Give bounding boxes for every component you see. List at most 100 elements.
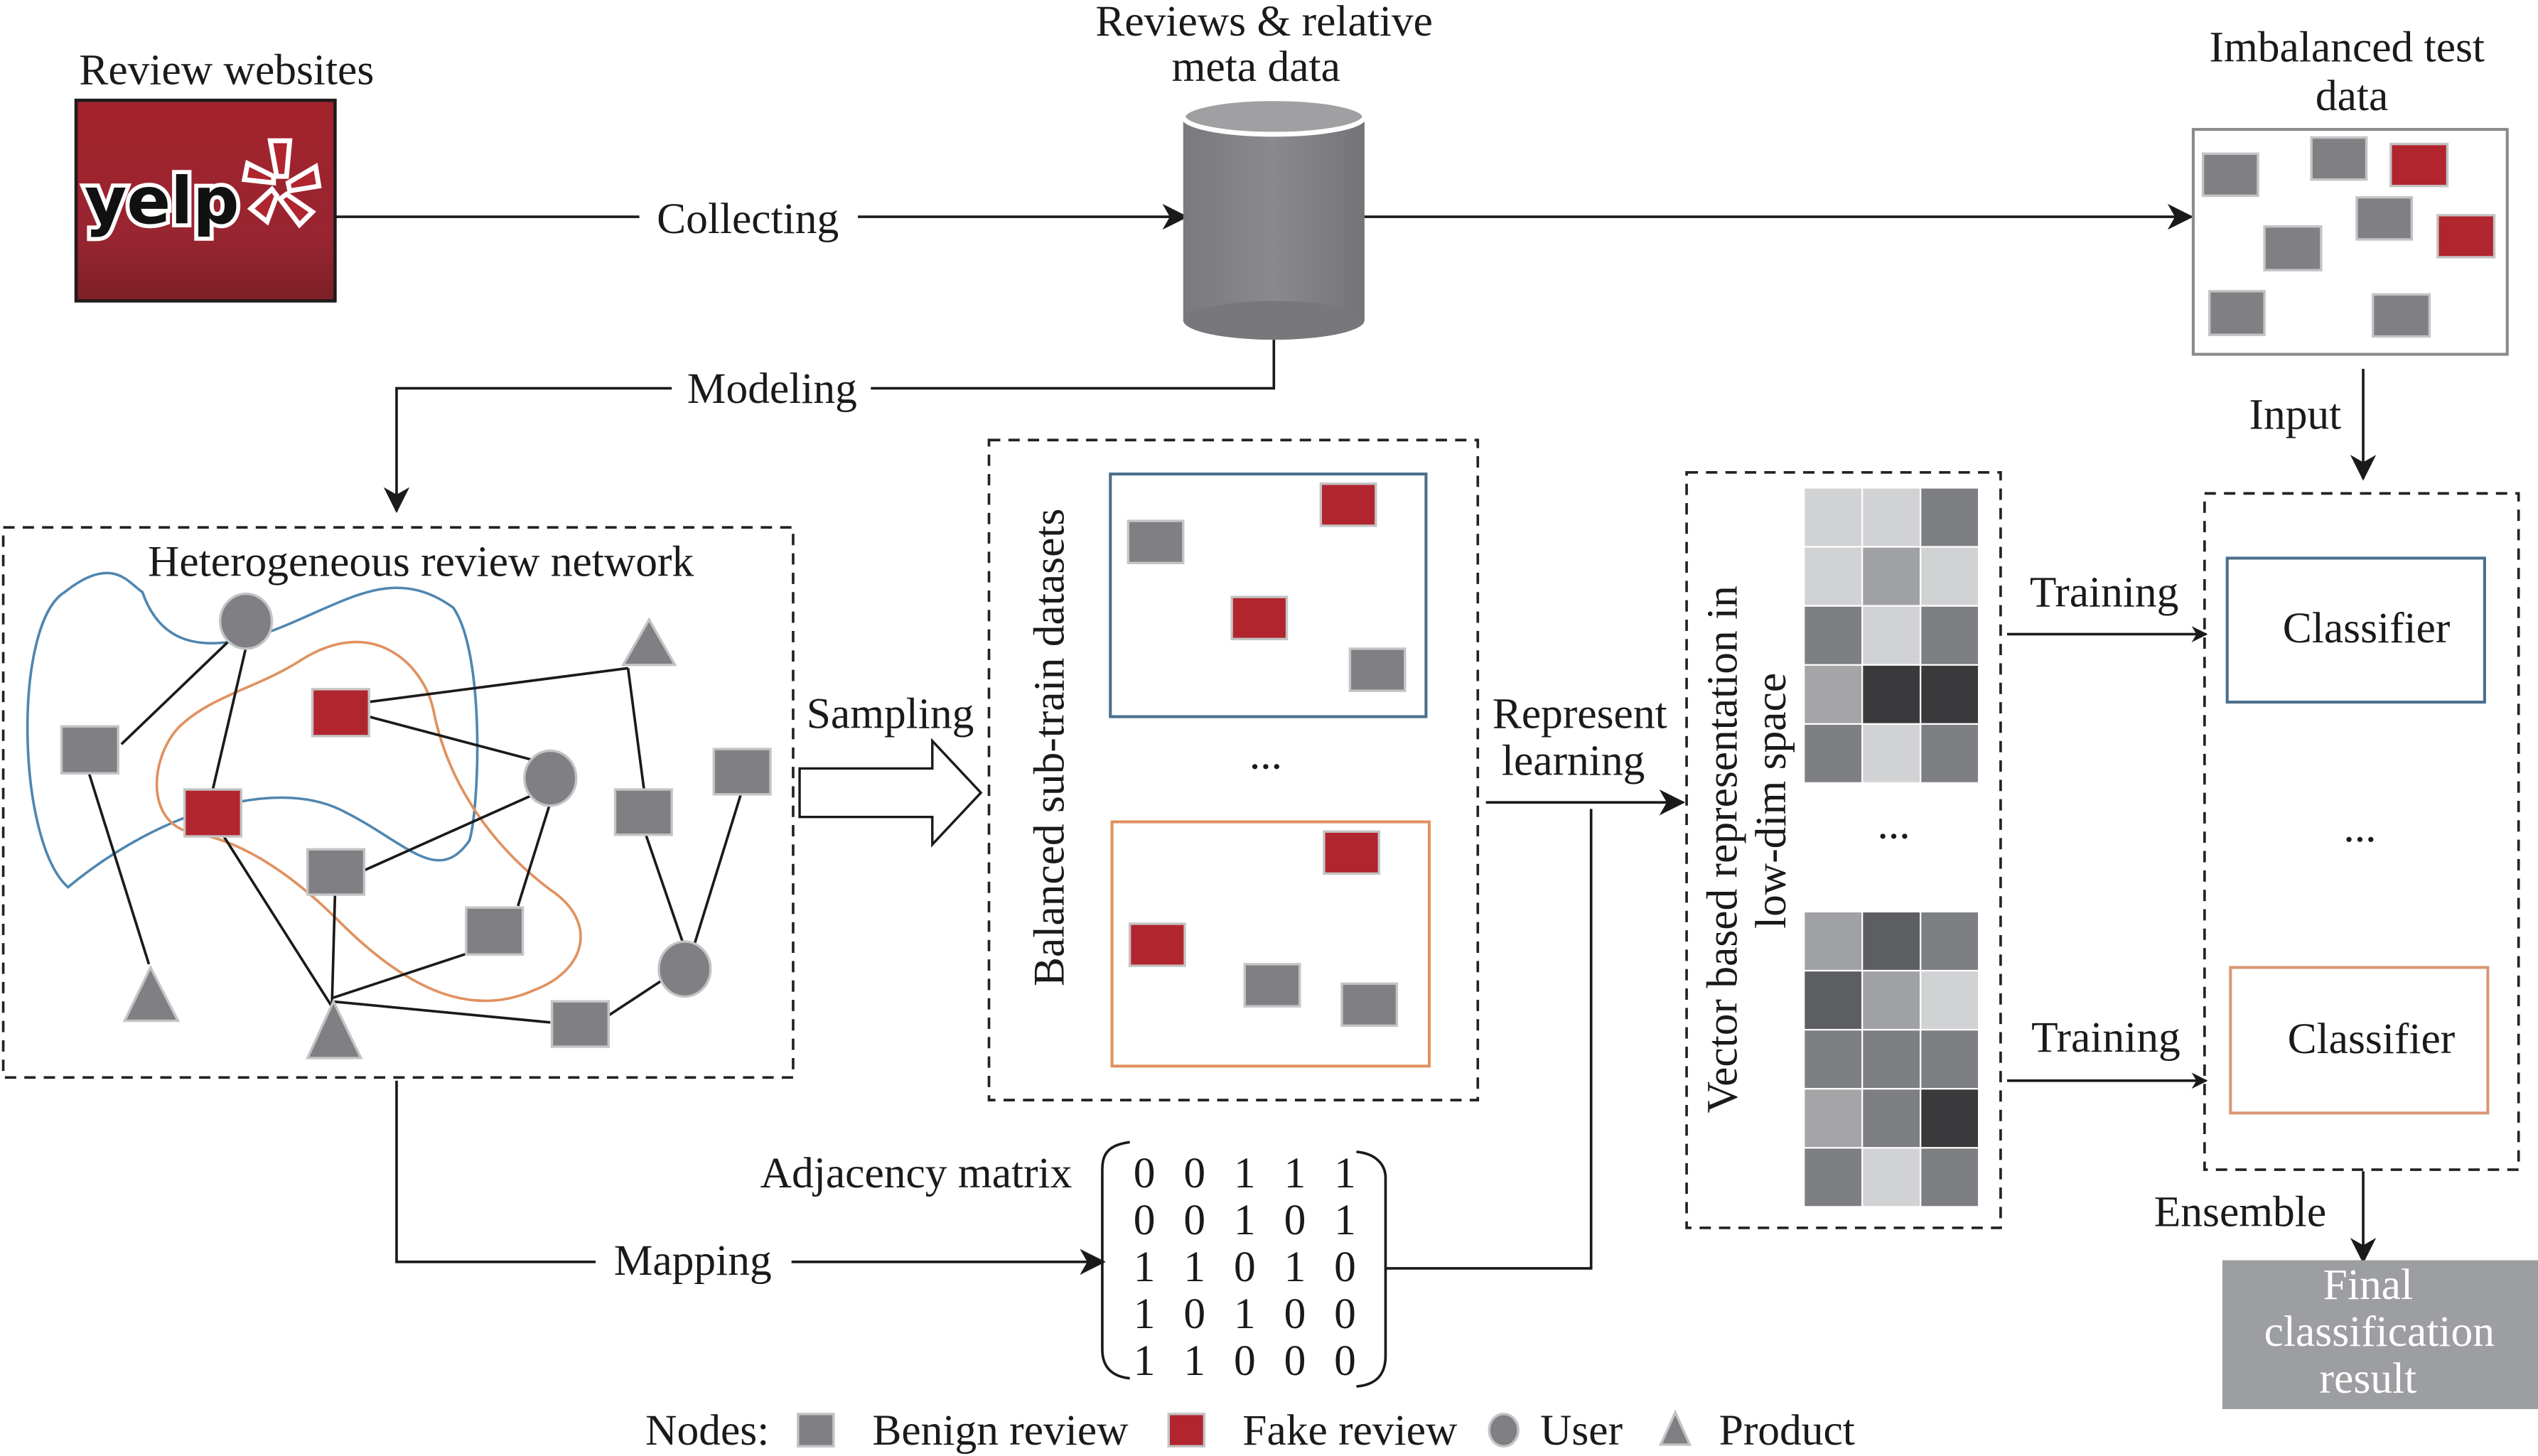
legend-user-label: User [1540, 1406, 1623, 1455]
legend-fake-label: Fake review [1242, 1406, 1458, 1455]
vector-cell [1863, 547, 1920, 605]
vector-cell [1863, 971, 1920, 1029]
benign-review [1348, 647, 1407, 692]
vector-title-line2: low-dim space [1747, 673, 1795, 929]
matrix-cell: 1 [1134, 1243, 1156, 1291]
vector-cell [1805, 971, 1862, 1029]
fake-review [1128, 922, 1186, 967]
matrix-cell: 0 [1284, 1337, 1306, 1385]
test-benign-review [2208, 290, 2266, 336]
test-benign-review [2310, 136, 2368, 181]
benign-review [1340, 982, 1399, 1028]
vector-cell [1805, 488, 1862, 546]
subtrain-dataset-1 [1109, 473, 1428, 718]
vector-cell [1863, 1030, 1920, 1089]
vector-cell [1805, 665, 1862, 723]
user-node [523, 749, 578, 807]
collecting-label: Collecting [657, 195, 839, 243]
classifier-ellipsis: ... [2343, 803, 2376, 851]
matrix-cell: 0 [1234, 1337, 1256, 1385]
matrix-cell: 0 [1334, 1243, 1356, 1291]
vector-cell [1805, 1030, 1862, 1089]
legend-benign-swatch [797, 1413, 835, 1448]
vector-cell [1921, 665, 1979, 723]
test-benign-review [2371, 293, 2431, 338]
modeling-arrow [871, 340, 1276, 390]
vector-matrix-bottom [1805, 912, 1979, 1207]
vector-cell [1921, 488, 1979, 546]
benign-review [1243, 963, 1301, 1008]
matrix-cell: 1 [1134, 1337, 1156, 1385]
vector-cell [1921, 971, 1979, 1029]
sampling-hollow-arrow [798, 738, 983, 848]
legend-product-swatch [1658, 1409, 1692, 1446]
matrix-cell: 0 [1134, 1149, 1156, 1197]
matrix-cell: 0 [1183, 1196, 1205, 1244]
matrix-cell: 0 [1334, 1337, 1356, 1385]
vector-cell [1805, 547, 1862, 605]
matrix-cell: 1 [1234, 1196, 1256, 1244]
matrix-cell: 0 [1284, 1196, 1306, 1244]
input-label: Input [2249, 390, 2341, 438]
legend-benign-label: Benign review [872, 1406, 1129, 1455]
product-node [306, 998, 363, 1059]
product-node [620, 617, 677, 667]
vector-cell [1921, 1148, 1979, 1207]
represent-label-line2: learning [1502, 737, 1645, 785]
database-icon [1181, 96, 1367, 340]
legend-user-swatch [1488, 1413, 1520, 1448]
vector-cell [1863, 724, 1920, 782]
classifier-panel [2203, 492, 2520, 1171]
classifier-label-2: Classifier [2288, 1015, 2456, 1063]
vector-cell [1921, 912, 1979, 970]
test-benign-review [2355, 196, 2414, 241]
reviews-db-label-line1: Reviews & relative [1095, 0, 1433, 45]
modeling-arrow-head [383, 387, 672, 514]
subtrain-ellipsis: ... [1249, 730, 1282, 778]
vector-cell [1863, 1148, 1920, 1207]
vector-cell [1921, 547, 1979, 605]
matrix-cell: 1 [1334, 1196, 1356, 1244]
classifier-box-2 [2229, 966, 2490, 1115]
matrix-cell: 1 [1284, 1149, 1306, 1197]
matrix-cell: 0 [1183, 1149, 1205, 1197]
training-label-1: Training [2030, 568, 2179, 617]
test-fake-review [2436, 214, 2496, 259]
benign-review-node [60, 725, 119, 775]
yelp-burst-icon [241, 138, 322, 229]
mapping-label: Mapping [614, 1236, 772, 1285]
yelp-logo-text: yelp [85, 163, 240, 239]
vector-cell [1921, 1030, 1979, 1089]
vector-cell [1805, 912, 1862, 970]
vector-cell [1863, 606, 1920, 664]
vector-cell [1863, 1089, 1920, 1148]
matrix-cell: 0 [1284, 1290, 1306, 1338]
vector-cell [1805, 606, 1862, 664]
vector-cell [1921, 724, 1979, 782]
matrix-cell: 1 [1234, 1149, 1256, 1197]
training-label-2: Training [2031, 1013, 2181, 1062]
test-data-label-line2: data [2316, 72, 2388, 120]
matrix-cell: 0 [1334, 1290, 1356, 1338]
vector-ellipsis: ... [1878, 799, 1910, 848]
fake-review [1323, 830, 1381, 875]
classifier-label-1: Classifier [2283, 604, 2451, 652]
matrix-cell: 1 [1284, 1243, 1306, 1291]
test-data-label-line1: Imbalanced test [2210, 23, 2485, 72]
legend-fake-swatch [1167, 1413, 1206, 1448]
reviews-db-label-line2: meta data [1172, 43, 1340, 91]
vector-cell [1863, 665, 1920, 723]
vector-title-line1: Vector based representation in [1699, 586, 1747, 1113]
matrix-cell: 1 [1183, 1243, 1205, 1291]
final-line3: result [2320, 1354, 2417, 1403]
matrix-cell: 0 [1234, 1243, 1256, 1291]
benign-review [1126, 519, 1185, 564]
legend-prefix: Nodes: [645, 1406, 769, 1455]
orange-group-outline [155, 640, 582, 1003]
represent-label-line1: Represent [1493, 690, 1667, 738]
final-result-box: Final classification result [2222, 1260, 2538, 1409]
review-websites-label: Review websites [79, 45, 374, 94]
adjacency-label: Adjacency matrix [760, 1149, 1072, 1197]
legend-product-label: Product [1719, 1406, 1855, 1455]
